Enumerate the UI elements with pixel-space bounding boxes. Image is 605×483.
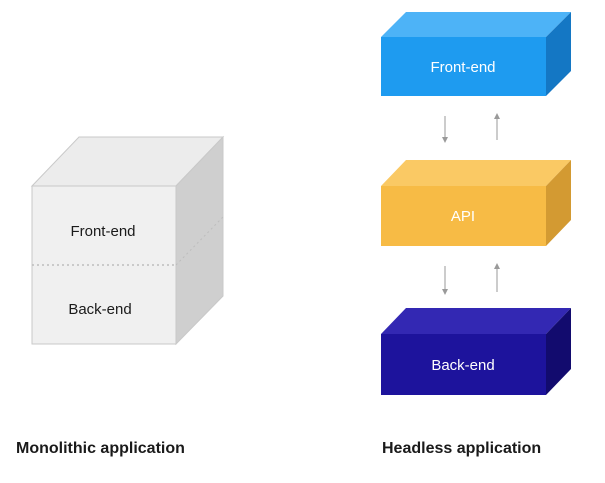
back-end-block-label: Back-end — [431, 357, 494, 374]
front-end-block-label: Front-end — [430, 59, 495, 76]
back-end-block-front — [381, 334, 546, 395]
api-block-front — [381, 186, 546, 246]
headless-block-front-end: Front-end — [381, 12, 571, 96]
api-block-top — [381, 160, 571, 186]
front-end-block-top — [381, 12, 571, 37]
monolithic-caption: Monolithic application — [16, 440, 185, 457]
back-end-block-top — [381, 308, 571, 334]
back-end-block-side — [546, 308, 571, 395]
front-end-block-side — [546, 12, 571, 96]
headless-caption: Headless application — [382, 440, 542, 457]
monolithic-back-label: Back-end — [68, 301, 131, 318]
monolithic-side-divider — [175, 216, 224, 266]
monolithic-cube: Front-end Back-end — [30, 135, 225, 346]
api-block-label: API — [451, 208, 475, 225]
api-block-side — [546, 160, 571, 246]
monolithic-front-label: Front-end — [70, 223, 135, 240]
headless-block-api: API — [381, 160, 571, 246]
front-end-block-front — [381, 37, 546, 96]
headless-block-back-end: Back-end — [381, 308, 571, 395]
